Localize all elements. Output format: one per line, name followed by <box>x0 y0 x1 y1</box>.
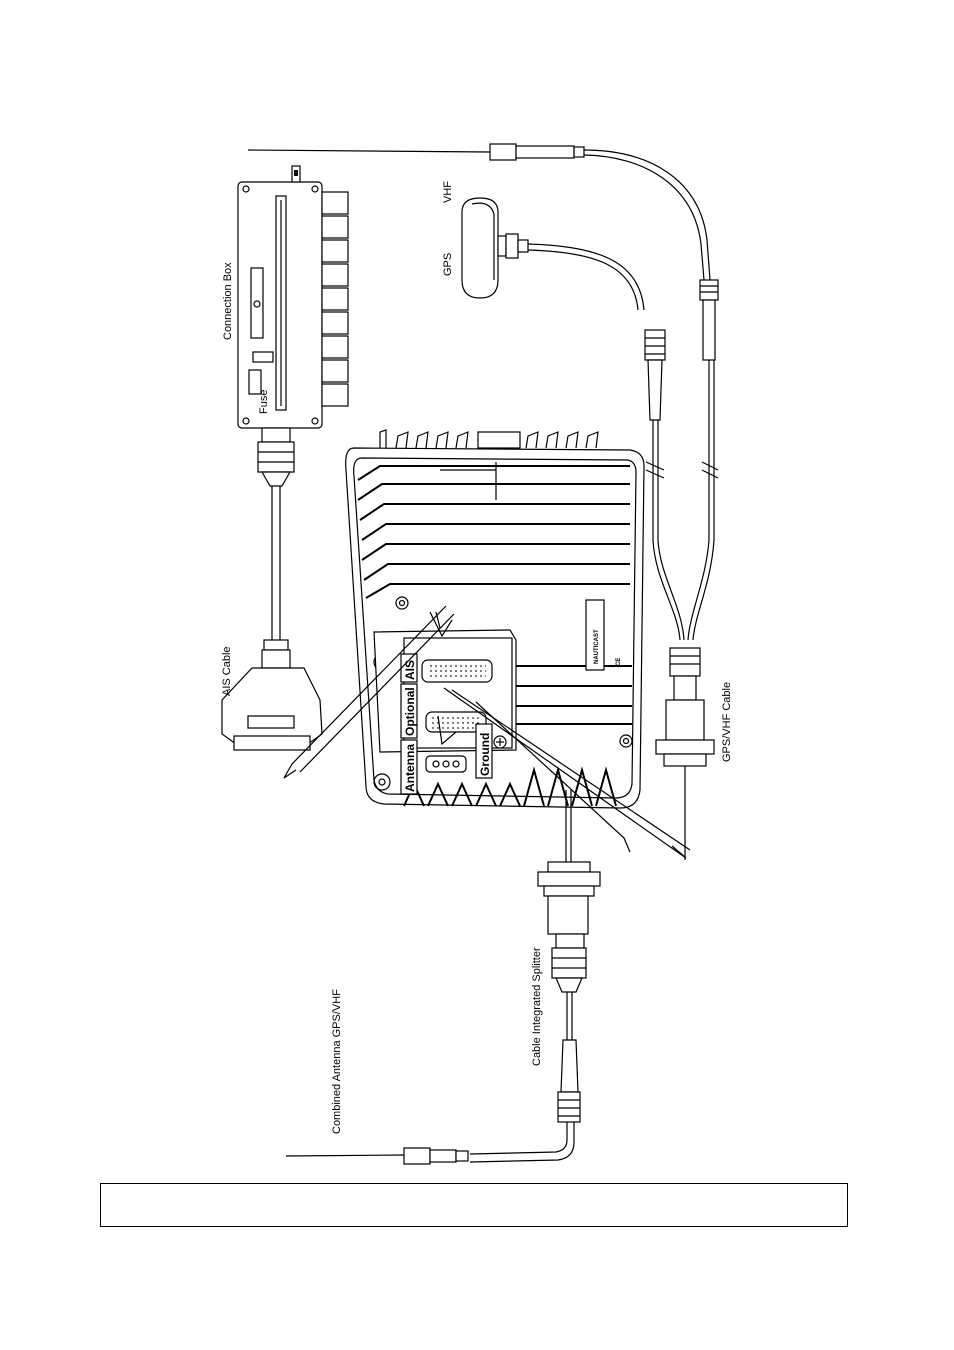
gps-vhf-cable-label: GPS/VHF Cable <box>721 682 733 762</box>
cable-splitter-label: Cable Integrated Splitter <box>531 947 543 1066</box>
fuse-label: Fuse <box>258 390 270 414</box>
combined-antenna-label: Combined Antenna GPS/VHF <box>331 989 343 1134</box>
ais-port-label: AIS <box>403 660 417 680</box>
vhf-label: VHF <box>442 181 454 203</box>
vhf-whip-antenna <box>247 143 711 281</box>
gps-label: GPS <box>442 253 454 276</box>
ce-mark: CE <box>616 658 622 666</box>
connection-arrows <box>283 605 691 859</box>
gps-connector <box>644 329 666 540</box>
ais-cable-label: AIS Cable <box>221 646 233 696</box>
antenna-port-label: Antenna <box>403 744 417 792</box>
connection-box-label: Connection Box <box>222 262 234 340</box>
gps-antenna <box>461 197 645 311</box>
cable-integrated-splitter <box>469 790 601 1163</box>
connection-box <box>237 165 349 487</box>
transponder-unit <box>345 429 645 809</box>
nauticast-logo: NAUTICAST <box>594 629 600 664</box>
caption-box <box>100 1183 848 1227</box>
optional-port-label: Optional <box>403 687 417 736</box>
ground-port-label: Ground <box>478 733 492 776</box>
port-labels <box>400 653 493 795</box>
combined-antenna <box>285 1147 469 1165</box>
vhf-connector <box>699 279 719 540</box>
gps-vhf-cable <box>652 539 715 860</box>
ais-cable <box>221 486 323 751</box>
